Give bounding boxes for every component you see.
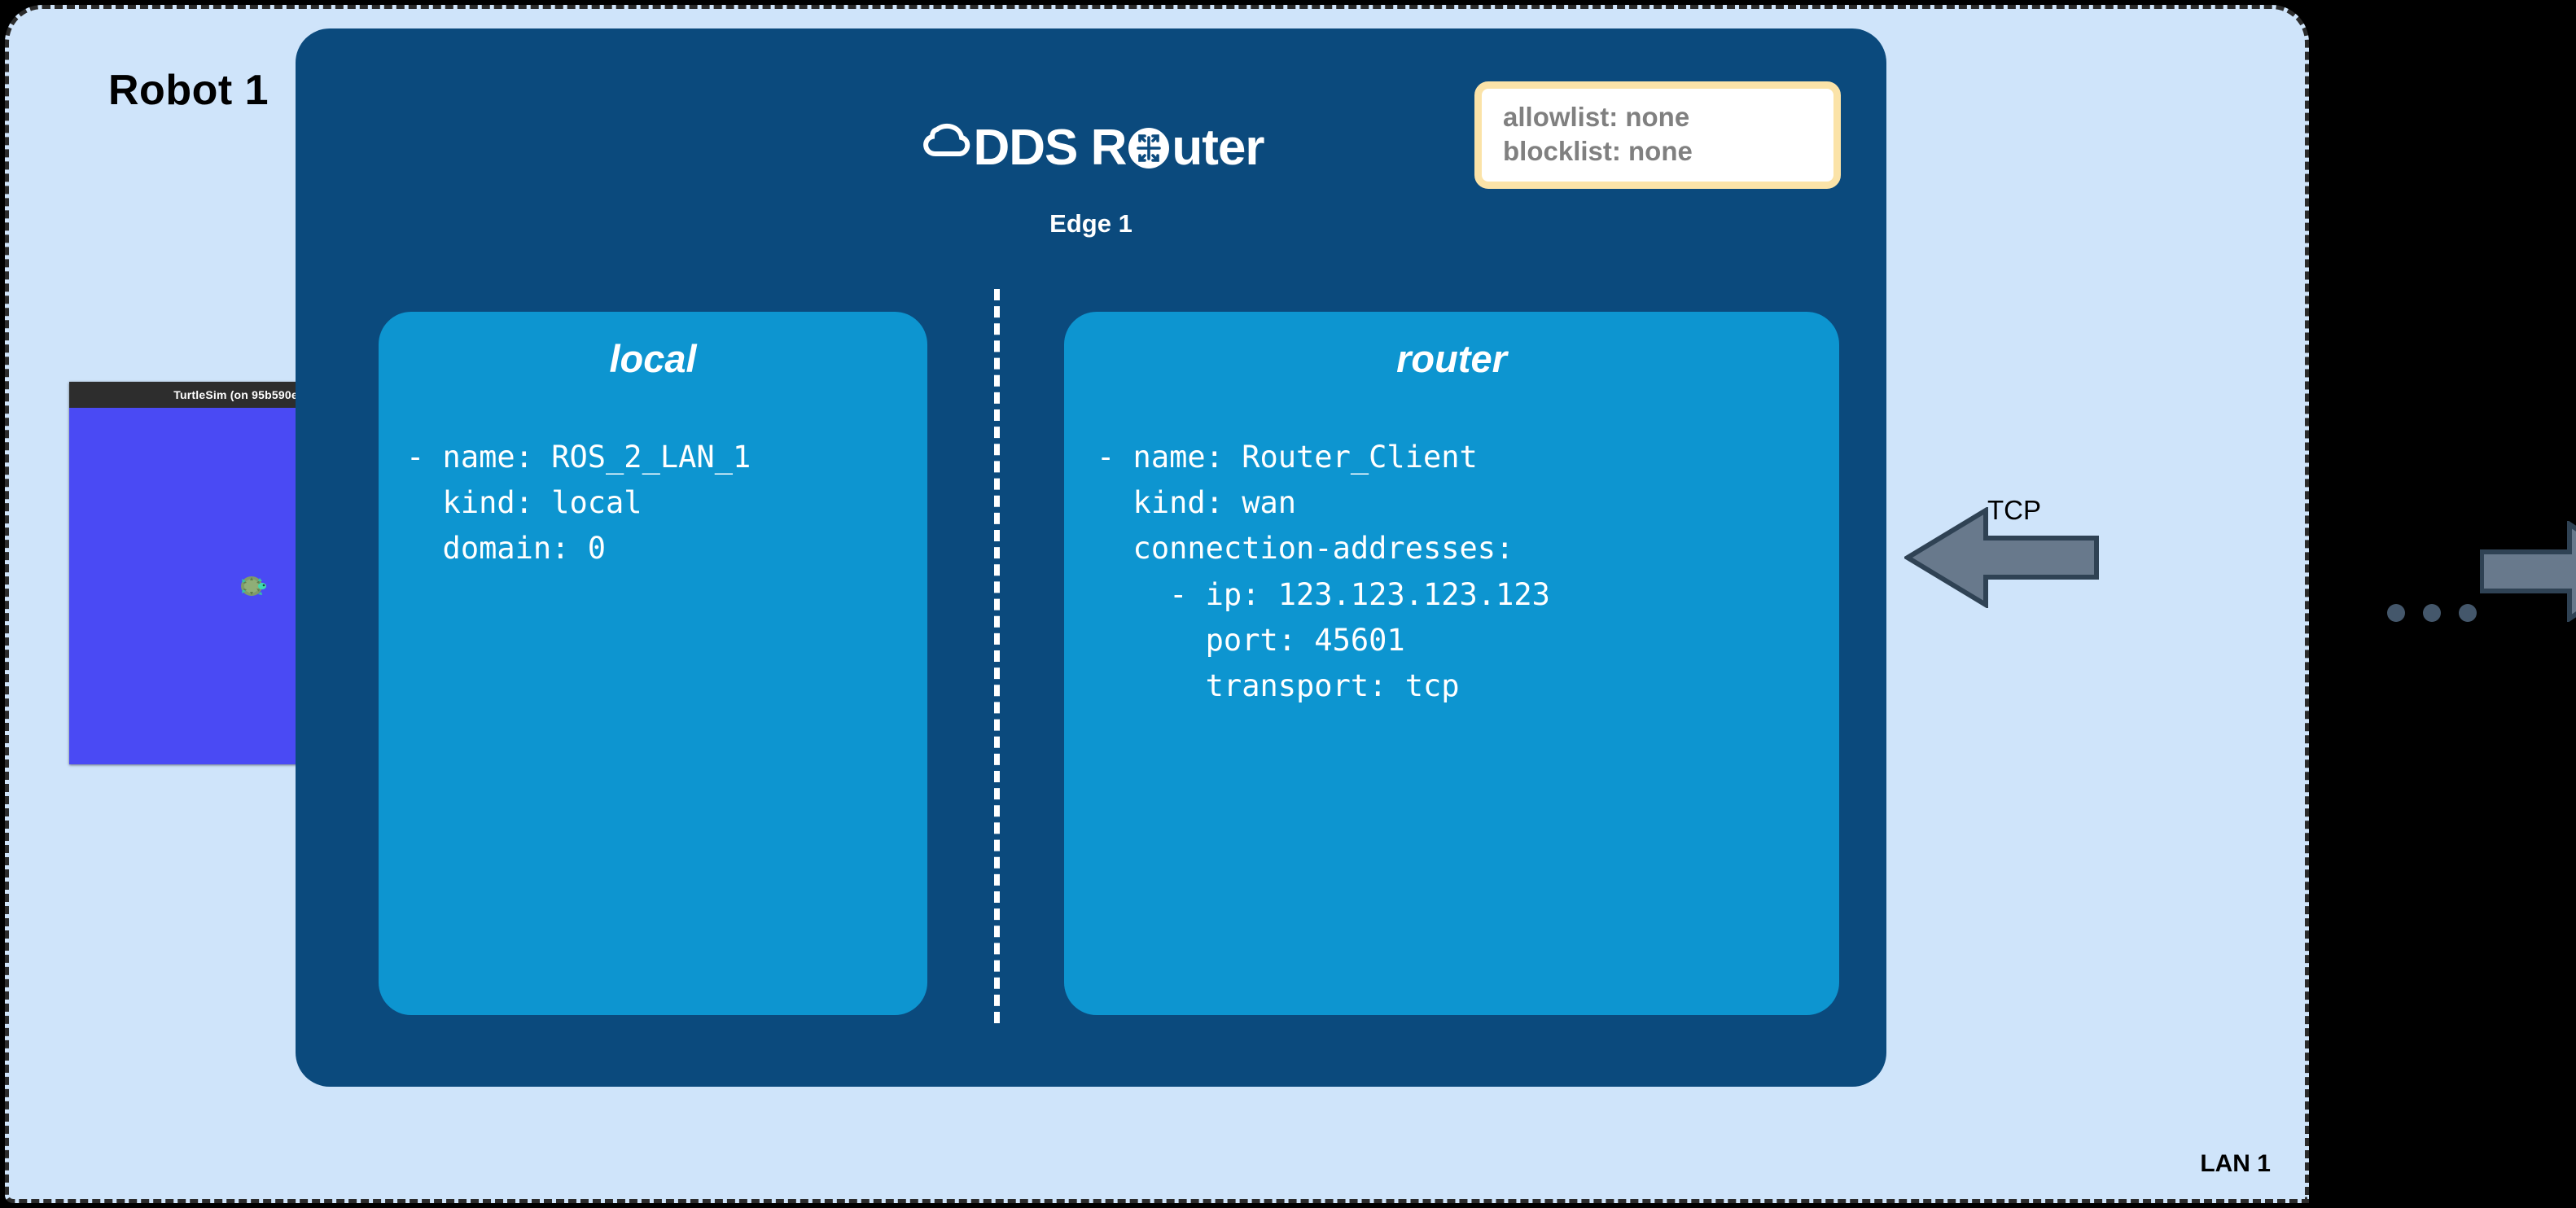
dds-router-logo: DDS R uter	[296, 120, 1886, 177]
logo-text-tail: uter	[1172, 120, 1264, 176]
turtle-icon	[241, 576, 266, 596]
card-title-local: local	[609, 337, 697, 380]
allowlist-box: allowlist: none blocklist: none	[1474, 81, 1841, 190]
page-title: Robot 1	[108, 67, 269, 114]
dds-logo-text: DDS R uter	[973, 123, 1264, 173]
panel-divider	[994, 289, 1000, 1023]
allowlist-line: allowlist: none	[1503, 102, 1690, 132]
cloud-icon	[923, 123, 970, 156]
config-card-router: router - name: Router_Client kind: wan c…	[1064, 312, 1839, 1015]
blocklist-line: blocklist: none	[1503, 136, 1693, 167]
network-node-icon	[1128, 128, 1170, 169]
lan-panel: Robot 1 LAN 1 TurtleSim (on 95b590ea7f11…	[5, 5, 2309, 1203]
wan-ellipsis	[2387, 604, 2477, 622]
dot-icon	[2423, 604, 2441, 622]
arrow-left-icon	[1904, 507, 2099, 608]
arrow-right-wan-icon	[2480, 521, 2576, 622]
card-body-local: - name: ROS_2_LAN_1 kind: local domain: …	[406, 440, 751, 567]
config-card-local: local - name: ROS_2_LAN_1 kind: local do…	[379, 312, 927, 1015]
card-title-router: router	[1396, 337, 1507, 380]
lan-label: LAN 1	[2200, 1150, 2271, 1177]
edge-label: Edge 1	[1049, 209, 1132, 238]
dot-icon	[2459, 604, 2477, 622]
card-body-router: - name: Router_Client kind: wan connecti…	[1097, 440, 1550, 704]
logo-text-head: DDS R	[973, 120, 1127, 176]
tcp-label: TCP	[1987, 495, 2041, 525]
window-title: TurtleSim (on 95b590ea7f11)	[173, 388, 331, 401]
dot-icon	[2387, 604, 2405, 622]
